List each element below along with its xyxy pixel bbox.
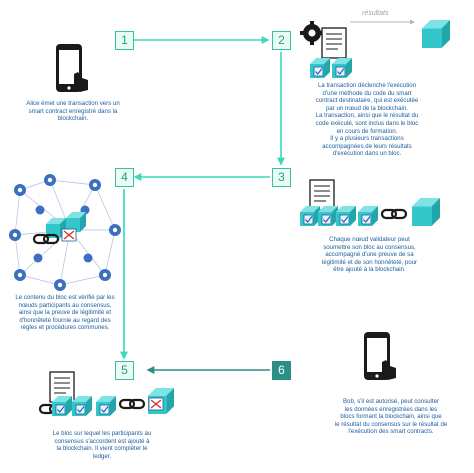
- step-4-text-line: d'honnêteté fournie au regard des: [19, 316, 111, 324]
- step-2-text-line: Il y a plusieurs transactions: [330, 135, 404, 143]
- step-6-text-line: blocs formant la blockchain, ainsi que: [340, 413, 442, 421]
- block-chain-row: [310, 58, 352, 78]
- step-4-text-line: ainsi que la preuve de légitimité et: [18, 309, 112, 317]
- phone-icon: [364, 332, 396, 380]
- phone-icon: [56, 44, 88, 92]
- step-2-text-line: en cours de formation.: [336, 127, 398, 135]
- step-3-text-line: accompagné d'une preuve de sa: [325, 251, 414, 259]
- step-2-text-line: contract destinataire, qui est exécutée: [315, 97, 419, 105]
- alice-text-line: Alice émet une transaction vers un: [26, 100, 120, 107]
- document-icon: [309, 179, 335, 211]
- step-3-marker: 3: [272, 168, 291, 187]
- step-6-text-line: l'exécution des smart contracts.: [348, 428, 434, 436]
- step-6-text-line: les données enregistrées dans les: [344, 405, 438, 413]
- alice-text-line: blockchain.: [57, 115, 89, 123]
- step-3-text-line: Chaque nœud validateur peut: [329, 236, 410, 243]
- step-5-text-line: la blockchain. Il vient compléter le: [56, 445, 148, 453]
- step-6-text: Bob, s'il est autorisé, peut consulter l…: [318, 398, 464, 436]
- step-6-marker: 6: [272, 361, 291, 380]
- step-2-text-line: d'exécution dans un bloc.: [332, 150, 402, 158]
- step-2-text-line: par un nœud de la blockchain.: [326, 104, 408, 112]
- step-4-marker: 4: [115, 168, 134, 187]
- step-2-text-line: d'une méthode du code du smart: [322, 89, 412, 97]
- results-label: résultats: [362, 10, 389, 17]
- step-4-text-line: Le contenu du bloc est vérifié par les: [15, 294, 115, 301]
- step-1-marker: 1: [115, 31, 134, 50]
- step-2-text-line: code exécuté, sont inclus dans le bloc: [315, 119, 419, 127]
- step-4-text-line: règles et procédures communes.: [20, 324, 110, 332]
- alice-text-line: smart contract enregistré dans la: [28, 107, 118, 115]
- step-5-text-line: ledger.: [92, 452, 112, 460]
- document-icon: [321, 27, 347, 59]
- step-5-text: Le bloc sur lequel les participants au c…: [36, 430, 168, 460]
- step-2-text: La transaction déclenche l'exécution d'u…: [302, 82, 432, 158]
- step-3-text-line: être ajouté à la blockchain.: [333, 266, 406, 274]
- network-icon: [9, 174, 121, 291]
- block-chain-row: [38, 388, 174, 416]
- step-5-text-line: consensus s'accordent est ajouté à: [54, 437, 150, 445]
- cube-icon: [422, 20, 450, 48]
- step-5-marker: 5: [115, 361, 134, 380]
- step-3-text: Chaque nœud validateur peut soumettre so…: [302, 236, 437, 274]
- step-2-marker: 2: [272, 31, 291, 50]
- gear-icon: [300, 21, 324, 45]
- step-6-text-line: le résultat du consensus sur le résultat…: [334, 420, 448, 428]
- step-4-text: Le contenu du bloc est vérifié par les n…: [2, 294, 128, 332]
- step-2-text-line: accompagnées de leurs résultats: [322, 142, 412, 150]
- alice-text: Alice émet une transaction vers un smart…: [8, 100, 138, 123]
- step-2-text-line: La transaction déclenche l'exécution: [317, 82, 417, 89]
- step-4-text-line: nœuds participants au consensus,: [18, 301, 112, 309]
- step-3-text-line: soumettre son bloc au consensus,: [323, 243, 416, 251]
- step-3-text-line: légitimité et de son honnêteté, pour: [321, 258, 418, 266]
- step-2-text-line: La transaction, ainsi que le résultat du: [315, 112, 419, 120]
- step-5-text-line: Le bloc sur lequel les participants au: [52, 430, 152, 437]
- step-6-text-line: Bob, s'il est autorisé, peut consulter: [342, 398, 439, 405]
- flow-arrows: [120, 19, 415, 374]
